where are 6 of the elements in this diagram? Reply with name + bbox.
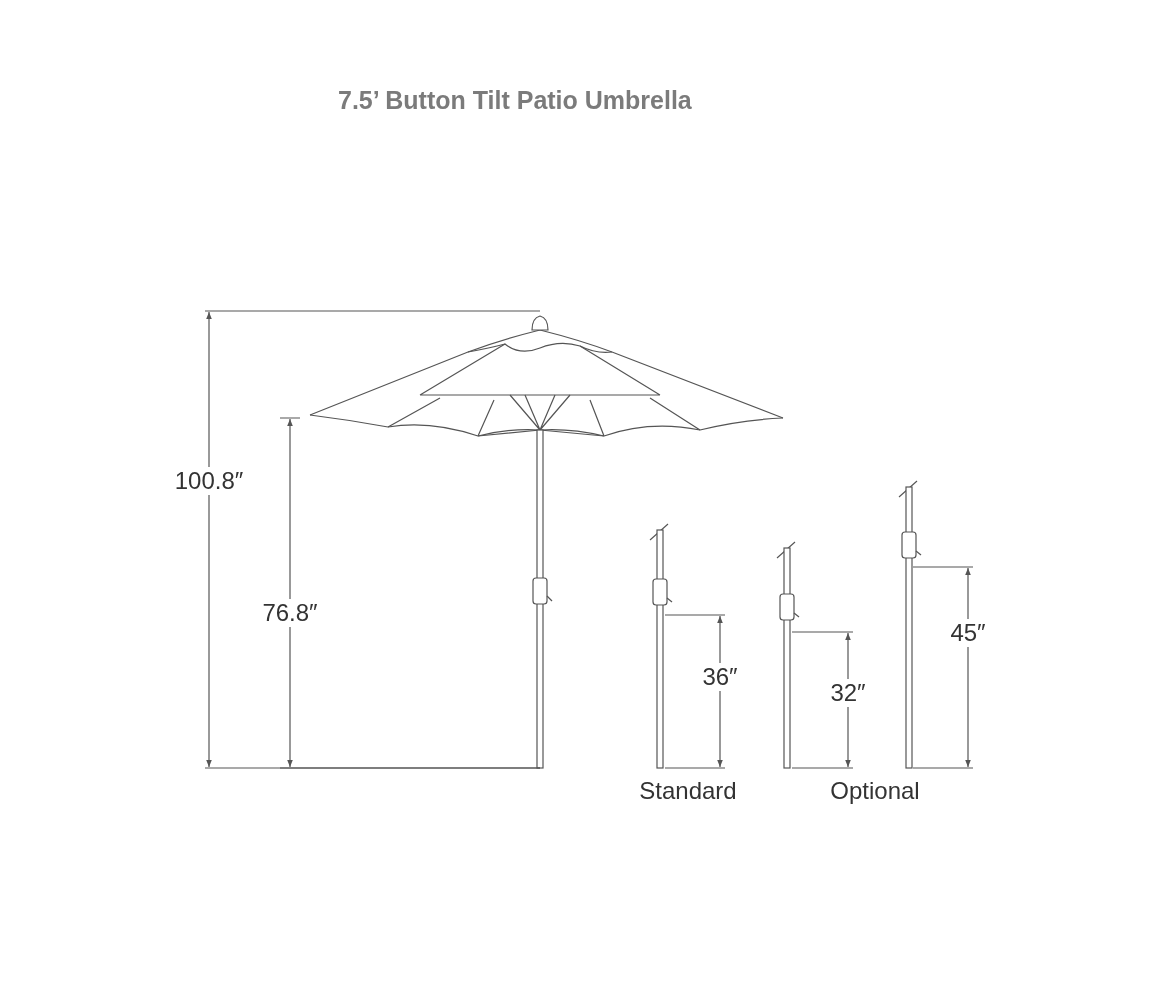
dimension-label: 45″ [949, 619, 987, 647]
dimension-label: 76.8″ [261, 599, 319, 627]
title: 7.5’ Button Tilt Patio Umbrella [338, 86, 692, 115]
dimension-label: 32″ [829, 679, 867, 707]
dimension-label: 36″ [701, 663, 739, 691]
dimension-label: 100.8″ [173, 467, 245, 495]
